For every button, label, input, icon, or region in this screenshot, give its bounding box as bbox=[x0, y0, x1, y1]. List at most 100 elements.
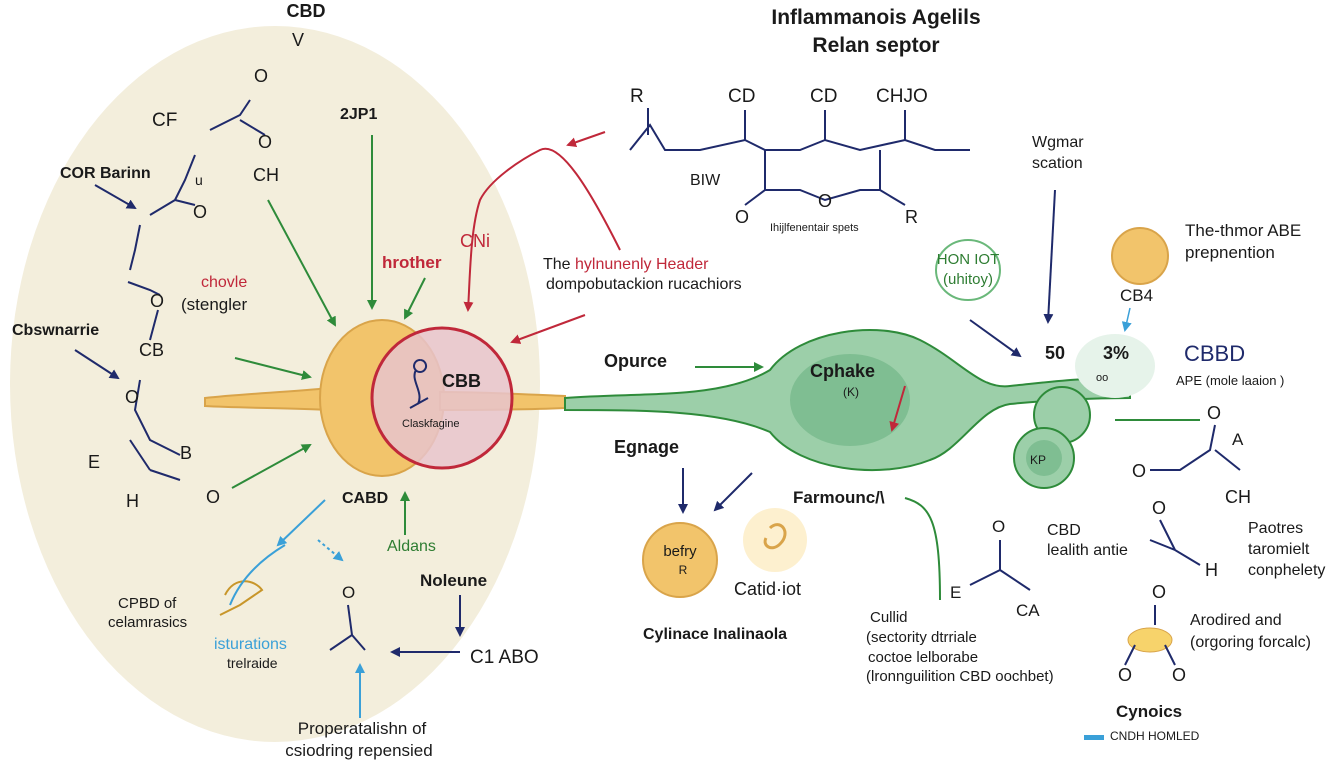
arrow-navy-wgmar bbox=[1043, 189, 1056, 324]
arrow-green-cf bbox=[267, 199, 336, 327]
label-o-r5: O bbox=[992, 517, 1006, 536]
label-catid: Catid·iot bbox=[734, 579, 802, 599]
label-cbswnarrie: Cbswnarrie bbox=[12, 322, 100, 339]
label-opurce: Opurce bbox=[604, 351, 668, 371]
label-arodired-1: Arodired and bbox=[1190, 612, 1282, 629]
label-biw: BIW bbox=[690, 172, 721, 189]
label-properatal-1: Properatalishn of bbox=[297, 719, 427, 738]
label-o-mid: O bbox=[258, 132, 273, 152]
label-wgmar-2: scation bbox=[1032, 155, 1083, 172]
label-therm-2: prepnention bbox=[1185, 243, 1275, 262]
label-o-2: O bbox=[818, 191, 833, 211]
label-h: H bbox=[126, 491, 139, 511]
pale-bubble bbox=[1075, 334, 1155, 398]
green-cell-nucleus bbox=[790, 354, 910, 446]
label-2jp1: 2JP1 bbox=[340, 106, 378, 123]
label-o-r7: O bbox=[1172, 665, 1187, 685]
label-hrother: hrother bbox=[382, 253, 442, 272]
label-clasfagine: Claskfagine bbox=[402, 418, 460, 430]
label-noleune: Noleune bbox=[420, 571, 488, 590]
legend-swatch bbox=[1084, 735, 1104, 740]
label-cullid-2: (sectority dtrriale bbox=[866, 629, 977, 646]
catid-curl bbox=[763, 523, 787, 550]
green-cell-vesicle-inner bbox=[1026, 440, 1062, 476]
label-o-bottom: O bbox=[206, 487, 221, 507]
label-cb: CB bbox=[139, 340, 165, 360]
legend-label: CNDH HOMLED bbox=[1110, 729, 1200, 743]
label-o-r2: O bbox=[1132, 461, 1147, 481]
label-cynoics: Cynoics bbox=[1116, 702, 1183, 721]
arrow-green-left bbox=[234, 357, 312, 380]
label-ca-r: CA bbox=[1016, 601, 1040, 620]
arrow-blue-dotted bbox=[317, 539, 344, 562]
orange-node-right bbox=[1111, 227, 1169, 285]
receptor-circle bbox=[370, 326, 514, 470]
arrow-blue-cb4 bbox=[1121, 307, 1132, 332]
label-ch-r: CH bbox=[1225, 487, 1251, 507]
label-c1abo: C1 ABO bbox=[470, 647, 539, 668]
label-stengler: (stengler bbox=[181, 295, 248, 314]
label-cni: CNi bbox=[460, 231, 490, 251]
line-green-farmounc bbox=[904, 497, 941, 601]
molecule-right-1 bbox=[1124, 424, 1241, 666]
label-r-top: R bbox=[630, 86, 644, 107]
arrow-navy-egnage-2 bbox=[713, 472, 753, 512]
molecule-cpd bbox=[329, 604, 366, 651]
arrow-red-cphake bbox=[889, 385, 906, 432]
label-header-line-2: dompobutackion rucachiors bbox=[546, 276, 742, 293]
label-a-r: A bbox=[1232, 430, 1244, 449]
label-o-small: O bbox=[193, 202, 208, 222]
label-cbbd: CBBD bbox=[1184, 341, 1246, 366]
label-spets: Ihijlfenentair spets bbox=[770, 222, 859, 234]
cell-ellipse-background bbox=[10, 26, 540, 742]
header-red-text: hylnunenly Header bbox=[575, 256, 709, 273]
arrow-navy-cor bbox=[94, 184, 137, 209]
label-o-cpd: O bbox=[342, 583, 356, 602]
molecule-celamrasics bbox=[219, 580, 264, 616]
label-therm-1: The-thmor ABE bbox=[1185, 221, 1302, 240]
label-oo: oo bbox=[1096, 372, 1109, 384]
arrow-red-receptor bbox=[510, 314, 586, 344]
label-cullid-1: Cullid bbox=[870, 609, 908, 626]
label-cullid-3: coctoe lelborabe bbox=[868, 649, 979, 666]
label-cphake: Cphake bbox=[810, 361, 876, 381]
arrow-blue-cabd bbox=[276, 499, 326, 547]
label-chovle: chovle bbox=[201, 274, 248, 291]
label-befry-r: R bbox=[678, 563, 688, 577]
arrow-navy-honiot bbox=[969, 319, 1022, 358]
label-celamrasics: celamrasics bbox=[108, 614, 188, 631]
label-cbb: CBB bbox=[442, 371, 481, 391]
receptor-molecule bbox=[409, 359, 429, 409]
label-cf: CF bbox=[152, 110, 178, 131]
label-cpbd-of: CPBD of bbox=[118, 595, 177, 612]
title-line-2: Relan septor bbox=[812, 34, 940, 57]
label-e-r: E bbox=[950, 583, 962, 602]
label-farmounc: Farmounc/\ bbox=[793, 488, 885, 507]
arrow-red-curve bbox=[463, 147, 621, 312]
label-cd-2: CD bbox=[810, 86, 838, 107]
befry-node bbox=[642, 522, 718, 598]
label-wgmar-1: Wgmar bbox=[1032, 134, 1084, 151]
label-honiot-1: HON IOT bbox=[936, 251, 1000, 268]
label-cbd-r1: CBD bbox=[1047, 522, 1081, 539]
label-aldans: Aldans bbox=[387, 538, 436, 555]
label-honiot-2: (uhitoy) bbox=[942, 271, 994, 288]
label-properatal-2: csiodring repensied bbox=[285, 741, 433, 760]
label-cbd-r2: lealith antie bbox=[1047, 542, 1128, 559]
label-50: 50 bbox=[1045, 343, 1066, 363]
label-u: u bbox=[195, 172, 203, 188]
label-o-low: O bbox=[125, 387, 140, 407]
label-cd-1: CD bbox=[728, 86, 756, 107]
label-kp: KP bbox=[1030, 453, 1047, 467]
label-arodired-2: (orgoring forcalc) bbox=[1190, 634, 1311, 651]
label-o-top: O bbox=[254, 66, 269, 86]
label-b: B bbox=[180, 443, 193, 463]
label-paotres-1: Paotres bbox=[1248, 520, 1304, 537]
label-o-r1: O bbox=[1207, 403, 1222, 423]
molecule-chain-left bbox=[127, 99, 266, 481]
label-paotres-2: taromielt bbox=[1248, 541, 1310, 558]
label-3-percent: 3% bbox=[1103, 343, 1130, 363]
label-trelraide: trelraide bbox=[227, 655, 278, 671]
arrow-navy-cbsw bbox=[74, 349, 120, 380]
